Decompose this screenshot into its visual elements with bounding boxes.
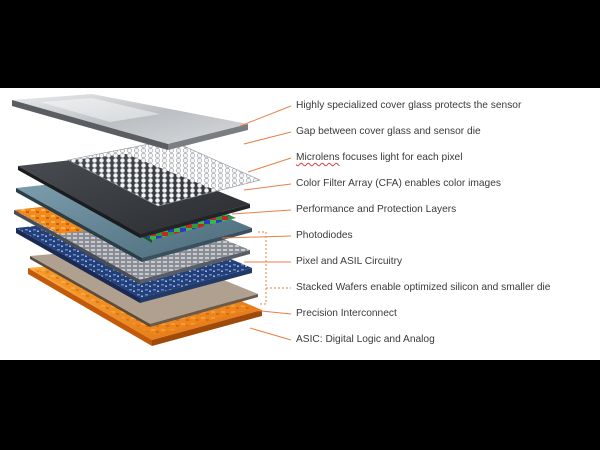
top-letterbox [0, 0, 600, 88]
leader-microlens [247, 157, 292, 173]
label-pixel-circuitry: Pixel and ASIL Circuitry [296, 256, 403, 267]
label-microlens-desc: focuses light for each pixel [339, 152, 463, 163]
cover-glass-layer [12, 94, 248, 150]
sensor-stack-diagram: Highly specialized cover glass protects … [0, 88, 600, 360]
stacked-wafers-bracket [258, 231, 291, 305]
leader-cover-glass [239, 105, 292, 127]
label-asic: ASIC: Digital Logic and Analog [296, 334, 435, 345]
leader-lines [221, 105, 292, 341]
label-stacked-wafers: Stacked Wafers enable optimized silicon … [296, 282, 551, 293]
microlens-array [67, 139, 261, 207]
exploded-layer-illustration [12, 94, 292, 346]
label-microlens-term: Microlens [296, 152, 340, 163]
label-cover-glass: Highly specialized cover glass protects … [296, 100, 522, 111]
leader-gap [243, 131, 292, 145]
leader-cfa [243, 183, 292, 191]
label-interconnect: Precision Interconnect [296, 308, 397, 319]
label-cfa: Color Filter Array (CFA) enables color i… [296, 178, 501, 189]
label-performance: Performance and Protection Layers [296, 204, 457, 215]
label-microlens-row: Microlens focuses light for each pixel [296, 152, 462, 164]
leader-asic [249, 327, 292, 341]
bottom-letterbox [0, 360, 600, 450]
leader-performance [231, 209, 292, 215]
label-photodiodes: Photodiodes [296, 230, 353, 241]
leader-interconnect [251, 309, 292, 315]
leader-photodiodes [221, 235, 292, 239]
label-gap: Gap between cover glass and sensor die [296, 126, 481, 137]
